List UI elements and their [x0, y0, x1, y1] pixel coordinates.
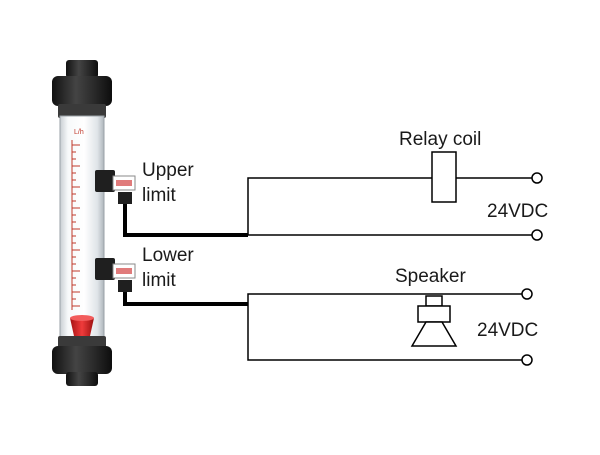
- glass-tube: [59, 115, 105, 339]
- lower-switch-lead: [123, 292, 248, 306]
- lower-wire-top: [247, 293, 522, 304]
- upper-limit-switch: [95, 170, 136, 204]
- relay-coil-label: Relay coil: [399, 129, 481, 150]
- scale-unit: L/h: [74, 129, 84, 136]
- top-union-nut: [52, 76, 112, 106]
- scale-ticks: [71, 140, 80, 310]
- upper-switch-lead: [123, 204, 248, 237]
- speaker-label: Speaker: [395, 266, 466, 287]
- lower-limit-label-line2: limit: [142, 270, 176, 291]
- lower-circuit: [247, 293, 522, 361]
- speaker-icon: [410, 295, 458, 347]
- bottom-collar: [58, 336, 106, 348]
- bottom-union-nut: [52, 346, 112, 374]
- float: [70, 318, 94, 336]
- upper-limit-label-line1: Upper: [142, 160, 194, 181]
- top-cap: [66, 60, 98, 78]
- terminal-lower-2: [521, 354, 533, 366]
- lower-wire-bottom: [247, 304, 522, 361]
- lower-limit-label-line1: Lower: [142, 245, 194, 266]
- upper-limit-label-line2: limit: [142, 185, 176, 206]
- upper-circuit: [247, 177, 532, 236]
- lower-limit-switch: [95, 258, 136, 292]
- supply-top-label: 24VDC: [487, 201, 548, 222]
- relay-coil-icon: [431, 151, 457, 203]
- top-collar: [58, 104, 106, 118]
- terminal-upper-1: [531, 172, 543, 184]
- bottom-cap: [66, 372, 98, 386]
- float-top: [70, 315, 94, 321]
- upper-wire-top: [247, 177, 432, 235]
- supply-bottom-label: 24VDC: [477, 320, 538, 341]
- flowmeter-tube-icon: L/h: [52, 60, 112, 386]
- terminal-lower-1: [521, 288, 533, 300]
- terminal-upper-2: [531, 229, 543, 241]
